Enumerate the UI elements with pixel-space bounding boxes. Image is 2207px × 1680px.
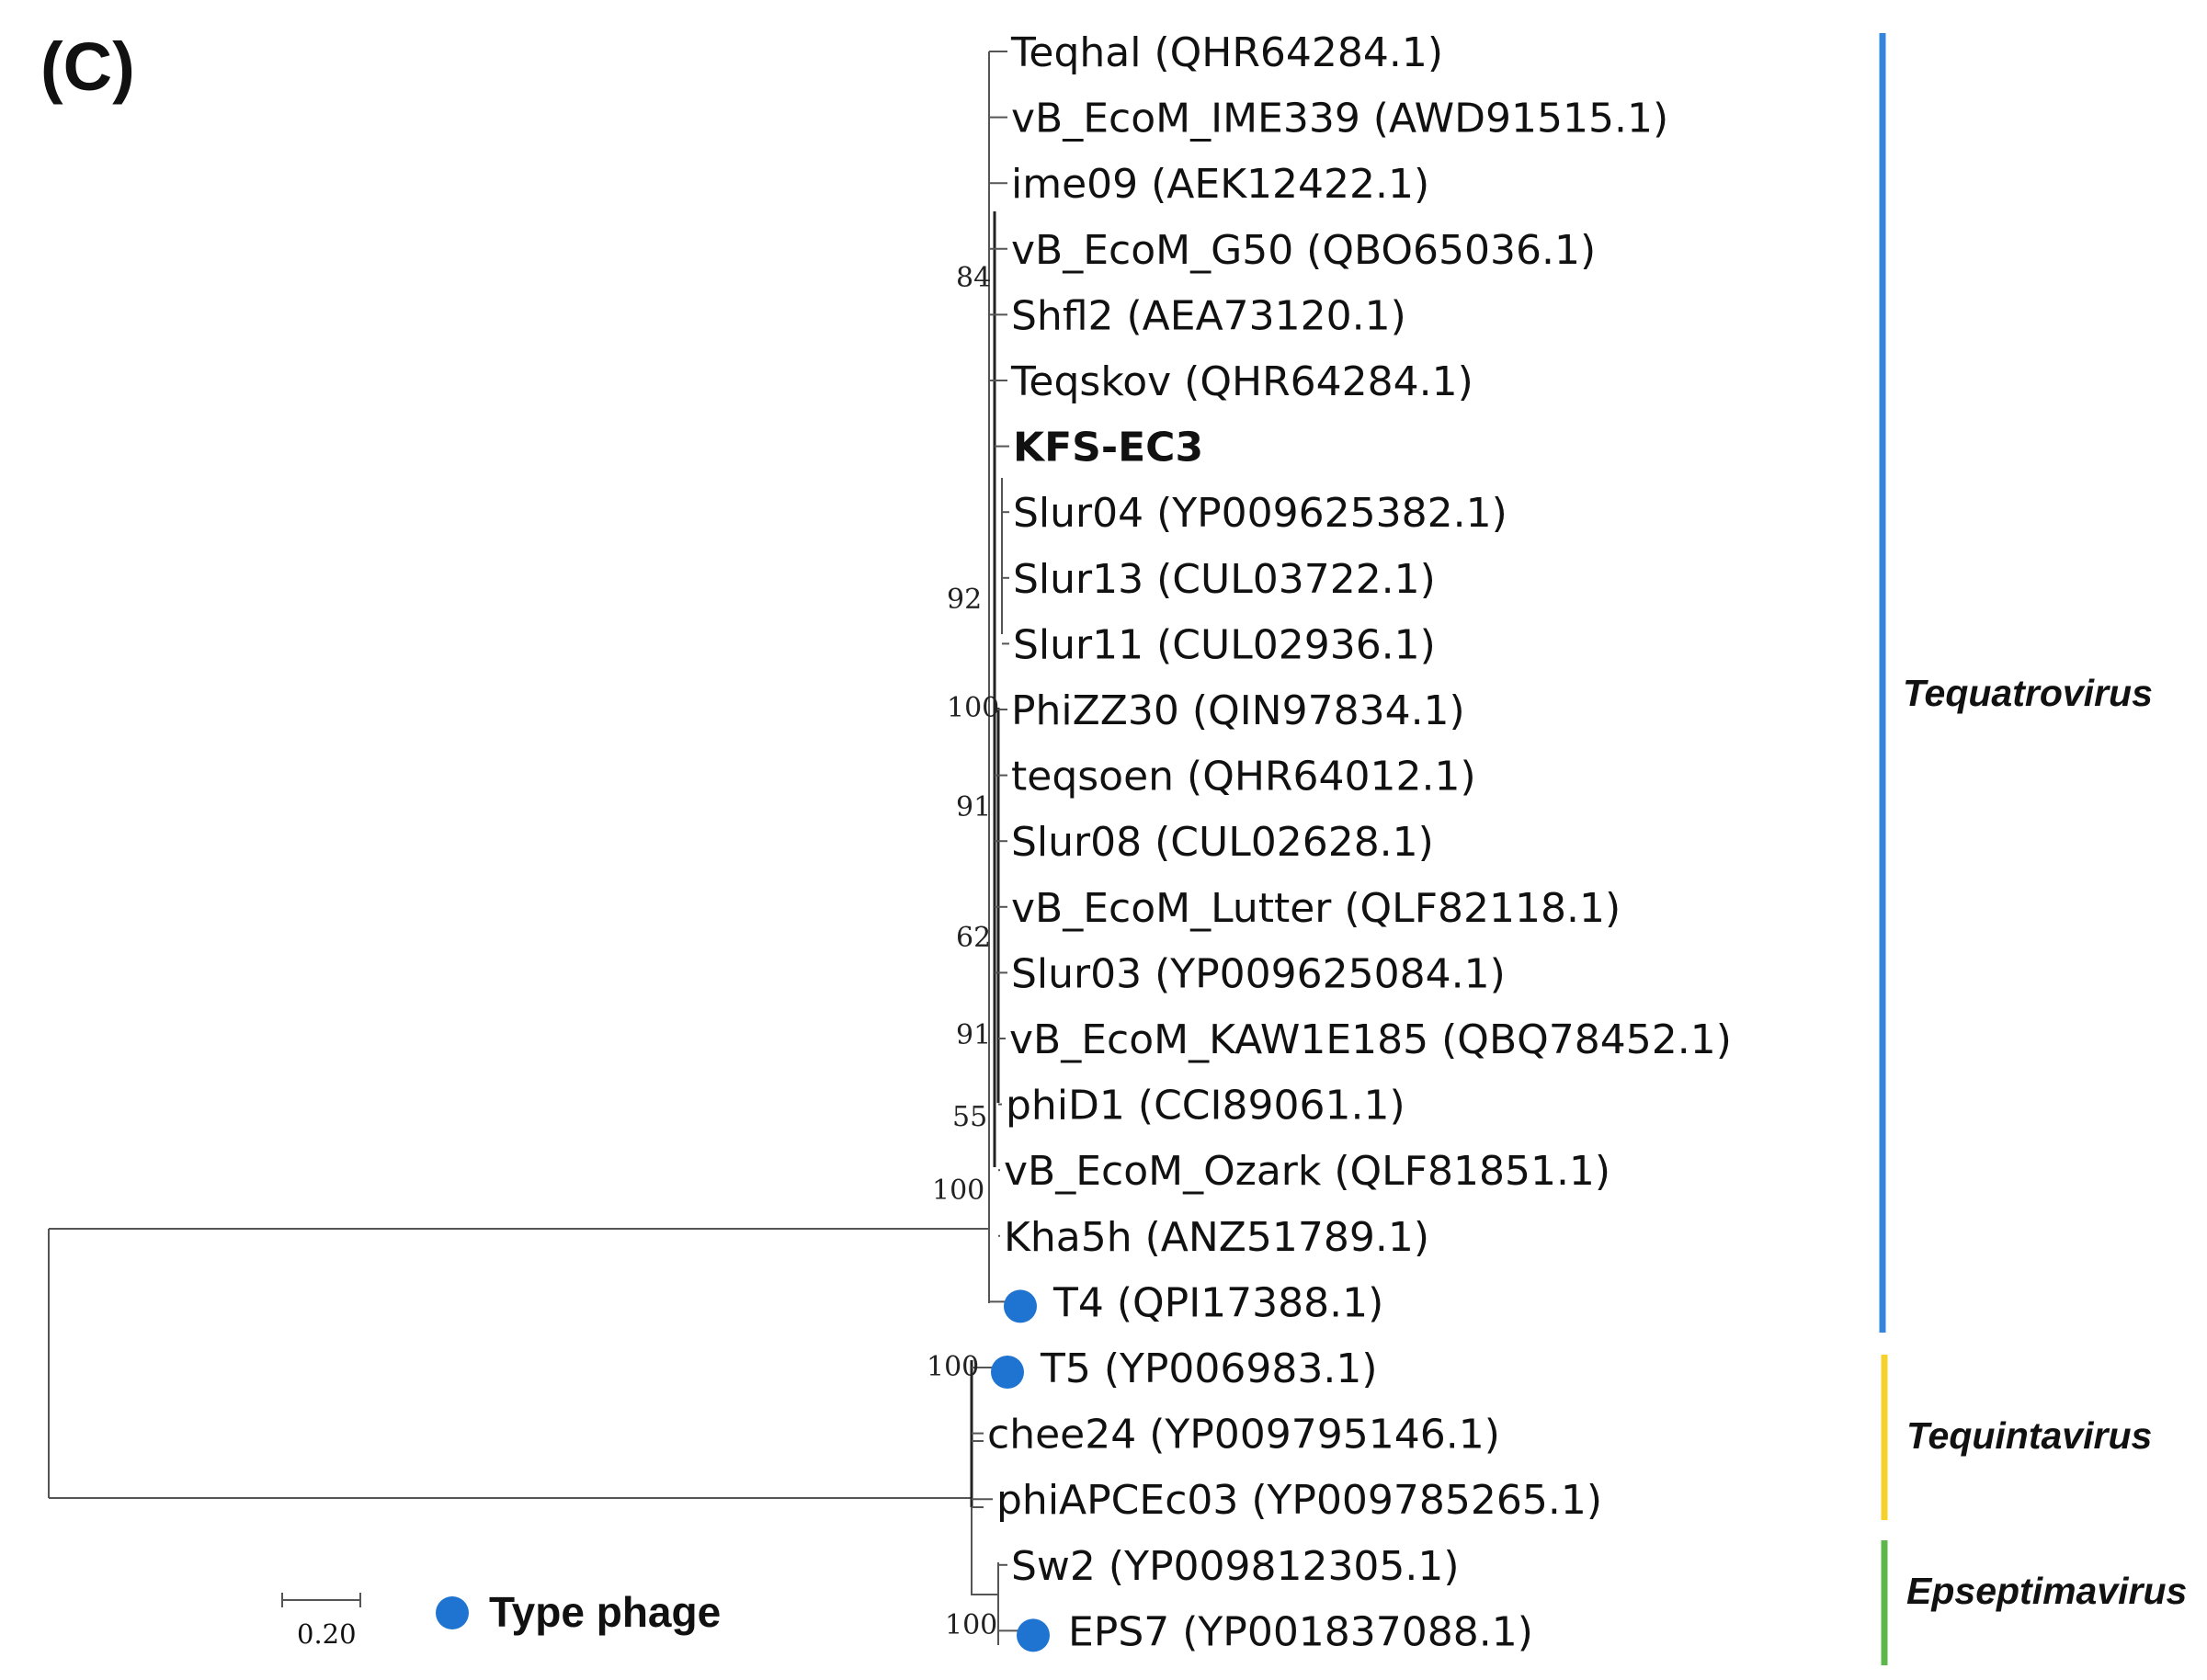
bootstrap-value: 92	[947, 584, 982, 616]
bootstrap-values: 84 92 100 91 62 91 55 100 100 100	[927, 262, 999, 1641]
clade-name: Epseptimavirus	[1906, 1570, 2187, 1612]
leaf-label: vB_EcoM_G50 (QBO65036.1)	[1011, 227, 1596, 274]
leaf-label: ime09 (AEK12422.1)	[1011, 161, 1429, 208]
leaf-label: vB_EcoM_IME339 (AWD91515.1)	[1011, 96, 1668, 142]
bootstrap-value: 100	[927, 1351, 979, 1383]
leaf-label: Slur13 (CUL03722.1)	[1013, 556, 1436, 603]
leaf-label: Kha5h (ANZ51789.1)	[1004, 1214, 1429, 1261]
epseptimavirus-link	[971, 1507, 998, 1595]
bootstrap-value: 100	[947, 692, 999, 724]
bootstrap-value: 55	[952, 1101, 987, 1133]
scale-bar-value: 0.20	[297, 1618, 357, 1650]
leaf-label: Sw2 (YP009812305.1)	[1011, 1543, 1460, 1590]
leaf-label: Slur08 (CUL02628.1)	[1011, 819, 1434, 866]
bootstrap-value: 100	[945, 1609, 997, 1641]
leaf-label: vB_EcoM_Ozark (QLF81851.1)	[1004, 1148, 1610, 1195]
bootstrap-value: 84	[956, 262, 991, 294]
tree-branches	[48, 51, 1003, 1645]
leaf-label: Shfl2 (AEA73120.1)	[1011, 292, 1406, 339]
clade-name: Tequintavirus	[1906, 1414, 2152, 1457]
leaf-label: vB_EcoM_Lutter (QLF82118.1)	[1011, 885, 1621, 932]
leaf-label: KFS-EC3	[1013, 425, 1203, 471]
leaf-label: Slur04 (YP009625382.1)	[1013, 490, 1507, 537]
bootstrap-value: 91	[956, 791, 991, 823]
type-phage-dot	[1004, 1289, 1037, 1323]
panel-label: (C)	[40, 28, 135, 105]
leaf-label: phiD1 (CCI89061.1)	[1006, 1083, 1405, 1129]
leaf-label: chee24 (YP009795146.1)	[987, 1412, 1500, 1459]
leaf-label: T5 (YP006983.1)	[1040, 1345, 1378, 1392]
type-phage-dot	[1017, 1618, 1050, 1652]
scale-bar-line	[281, 1593, 361, 1607]
bootstrap-value: 62	[956, 922, 991, 954]
leaf-label: Slur11 (CUL02936.1)	[1013, 621, 1436, 668]
leaf-labels: Teqhal (QHR64284.1) vB_EcoM_IME339 (AWD91…	[972, 29, 1732, 1655]
bootstrap-value: 91	[956, 1019, 991, 1051]
leaf-label: phiAPCEc03 (YP009785265.1)	[996, 1477, 1602, 1524]
type-phage-dot	[991, 1356, 1024, 1389]
type-phage-legend-label: Type phage	[489, 1588, 721, 1636]
leaf-label: Slur03 (YP009625084.1)	[1011, 950, 1506, 997]
leaf-label: Teqskov (QHR64284.1)	[1010, 358, 1473, 405]
bootstrap-value: 100	[932, 1175, 984, 1207]
leaf-label: T4 (QPI17388.1)	[1052, 1279, 1383, 1326]
leaf-label: teqsoen (QHR64012.1)	[1011, 754, 1476, 800]
leaf-label: vB_EcoM_KAW1E185 (QBQ78452.1)	[1009, 1016, 1732, 1063]
leaf-label: Teqhal (QHR64284.1)	[1010, 29, 1443, 76]
leaf-label: PhiZZ30 (QIN97834.1)	[1011, 687, 1465, 734]
legend: Type phage	[436, 1588, 721, 1636]
scale-bar: 0.20	[281, 1593, 361, 1650]
clade-name: Tequatrovirus	[1903, 672, 2153, 714]
type-phage-legend-dot	[436, 1596, 469, 1629]
leaf-label: EPS7 (YP001837088.1)	[1068, 1608, 1533, 1655]
